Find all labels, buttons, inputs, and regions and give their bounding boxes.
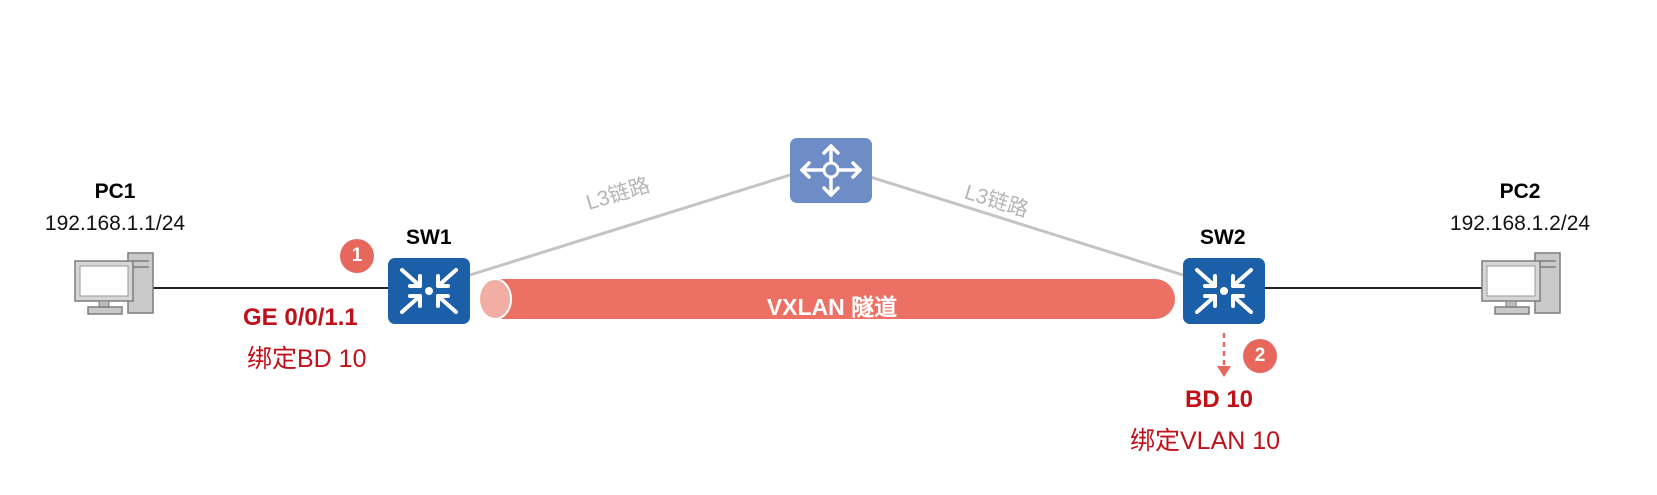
- sw2-l3-switch-icon: [1183, 258, 1265, 324]
- sw2-down-arrow-icon: [1217, 333, 1231, 377]
- step-1-badge-number: 1: [351, 245, 363, 266]
- sw1-l3-switch-icon: [388, 258, 470, 324]
- pc1-name: PC1: [94, 180, 136, 203]
- sw1-binding-label: 绑定BD 10: [247, 345, 367, 373]
- pc2-ip: 192.168.1.2/24: [1449, 212, 1591, 235]
- vxlan-tunnel: [478, 278, 1175, 320]
- sw2-bd-label: BD 10: [1185, 386, 1254, 413]
- router-icon: [790, 138, 872, 203]
- sw1-interface-label: GE 0/0/1.1: [243, 304, 358, 331]
- l3-link-right: [863, 173, 1184, 277]
- step-2-badge: [1243, 339, 1277, 373]
- pc2-name: PC2: [1499, 180, 1541, 203]
- pc1-desktop-computer-icon: [74, 252, 154, 315]
- sw2-name: SW2: [1200, 226, 1246, 249]
- l3-link-left: [469, 173, 791, 277]
- step-1-badge: [340, 239, 374, 273]
- pc1-ip: 192.168.1.1/24: [44, 212, 186, 235]
- sw1-name: SW1: [406, 226, 452, 249]
- pc2-desktop-computer-icon: [1481, 252, 1561, 315]
- sw2-binding-label: 绑定VLAN 10: [1130, 427, 1281, 455]
- vxlan-tunnel-label: VXLAN 隧道: [766, 294, 898, 320]
- step-2-badge-number: 2: [1254, 345, 1266, 366]
